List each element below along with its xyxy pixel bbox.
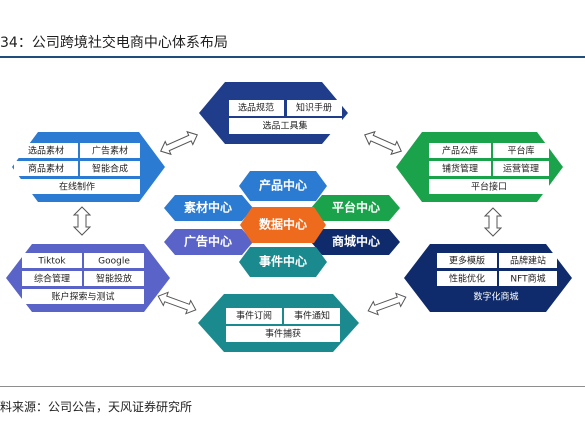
- node-left-top-cell-4: 智能合成: [92, 163, 128, 175]
- node-bottom-footer: 事件捕获: [265, 328, 301, 340]
- node-right-top-cell-3: 铺货管理: [442, 163, 478, 175]
- source-note: 料来源：公司公告，天风证券研究所: [0, 400, 193, 414]
- node-right-top-cell-1: 产品公库: [442, 145, 478, 157]
- center-ad-shape: [164, 229, 253, 255]
- arrow-right-top: [364, 130, 402, 156]
- center-mall-label: 商城中心: [332, 234, 380, 249]
- node-left-bottom-cell-2: Google: [98, 257, 130, 267]
- node-bottom-cell-1: 事件订阅: [236, 310, 272, 322]
- center-event-label: 事件中心: [259, 254, 307, 269]
- node-right-bottom-cell-1: 更多模版: [449, 255, 485, 267]
- center-data-label: 数据中心: [259, 217, 307, 232]
- node-left-bottom-cell-3: 综合管理: [34, 273, 70, 285]
- node-left-top-cell-1: 选品素材: [28, 145, 64, 157]
- center-ad-label: 广告中心: [184, 234, 232, 249]
- node-left-bottom: Tiktok Google 综合管理 智能投放 账户探索与测试: [6, 244, 170, 312]
- node-right-top-footer: 平台接口: [471, 181, 507, 193]
- node-left-bottom-cell-4: 智能投放: [96, 273, 132, 285]
- arrow-left-vertical: [72, 206, 92, 236]
- node-bottom-cell-2: 事件通知: [294, 310, 330, 322]
- node-top-footer: 选品工具集: [262, 120, 307, 132]
- center-material-shape: [164, 195, 253, 221]
- node-top: 选品规范 知识手册 选品工具集: [199, 82, 348, 144]
- footer-divider: [0, 386, 585, 387]
- center-cluster: 产品中心 素材中心 平台中心 广告中心 商城中心 事件中心 数据中心: [164, 171, 400, 277]
- center-platform-label: 平台中心: [332, 200, 380, 215]
- node-right-bottom-cell-4: NFT商城: [510, 273, 545, 285]
- node-right-top: 产品公库 平台库 铺货管理 运营管理 平台接口: [396, 132, 563, 202]
- node-left-top-cell-2: 广告素材: [92, 145, 128, 157]
- node-right-bottom-cell-2: 品牌建站: [510, 255, 546, 267]
- arrow-right-vertical: [483, 207, 503, 237]
- node-right-bottom-cell-3: 性能优化: [449, 273, 485, 285]
- node-left-top: 选品素材 广告素材 商品素材 智能合成 在线制作: [12, 132, 165, 202]
- arrow-left-top: [160, 130, 198, 156]
- node-right-top-cell-2: 平台库: [507, 145, 534, 157]
- node-bottom: 事件订阅 事件通知 事件捕获: [198, 294, 359, 352]
- node-top-cell-2: 知识手册: [296, 102, 332, 114]
- center-event-shape: [239, 247, 327, 277]
- header-divider: [0, 56, 585, 58]
- arrow-right-bottom: [367, 292, 407, 316]
- center-data-shape: [240, 207, 326, 243]
- node-left-bottom-footer: 账户探索与测试: [51, 291, 114, 303]
- page-title: 34：公司跨境社交电商中心体系布局: [0, 35, 228, 51]
- node-left-top-footer: 在线制作: [59, 181, 95, 193]
- node-right-top-cell-4: 运营管理: [503, 163, 539, 175]
- node-right-bottom-footer: 数字化商城: [473, 291, 518, 303]
- center-product-label: 产品中心: [259, 178, 307, 193]
- node-right-bottom: 更多模版 品牌建站 性能优化 NFT商城 数字化商城: [404, 244, 572, 312]
- arrow-left-bottom: [157, 291, 197, 315]
- center-mall-shape: [311, 229, 400, 255]
- center-platform-shape: [311, 195, 400, 221]
- center-product-shape: [239, 171, 327, 201]
- center-material-label: 素材中心: [184, 200, 232, 215]
- node-left-top-cell-3: 商品素材: [28, 163, 64, 175]
- node-top-cell-1: 选品规范: [238, 102, 274, 114]
- node-left-bottom-cell-1: Tiktok: [37, 257, 66, 267]
- connectors: [72, 130, 503, 316]
